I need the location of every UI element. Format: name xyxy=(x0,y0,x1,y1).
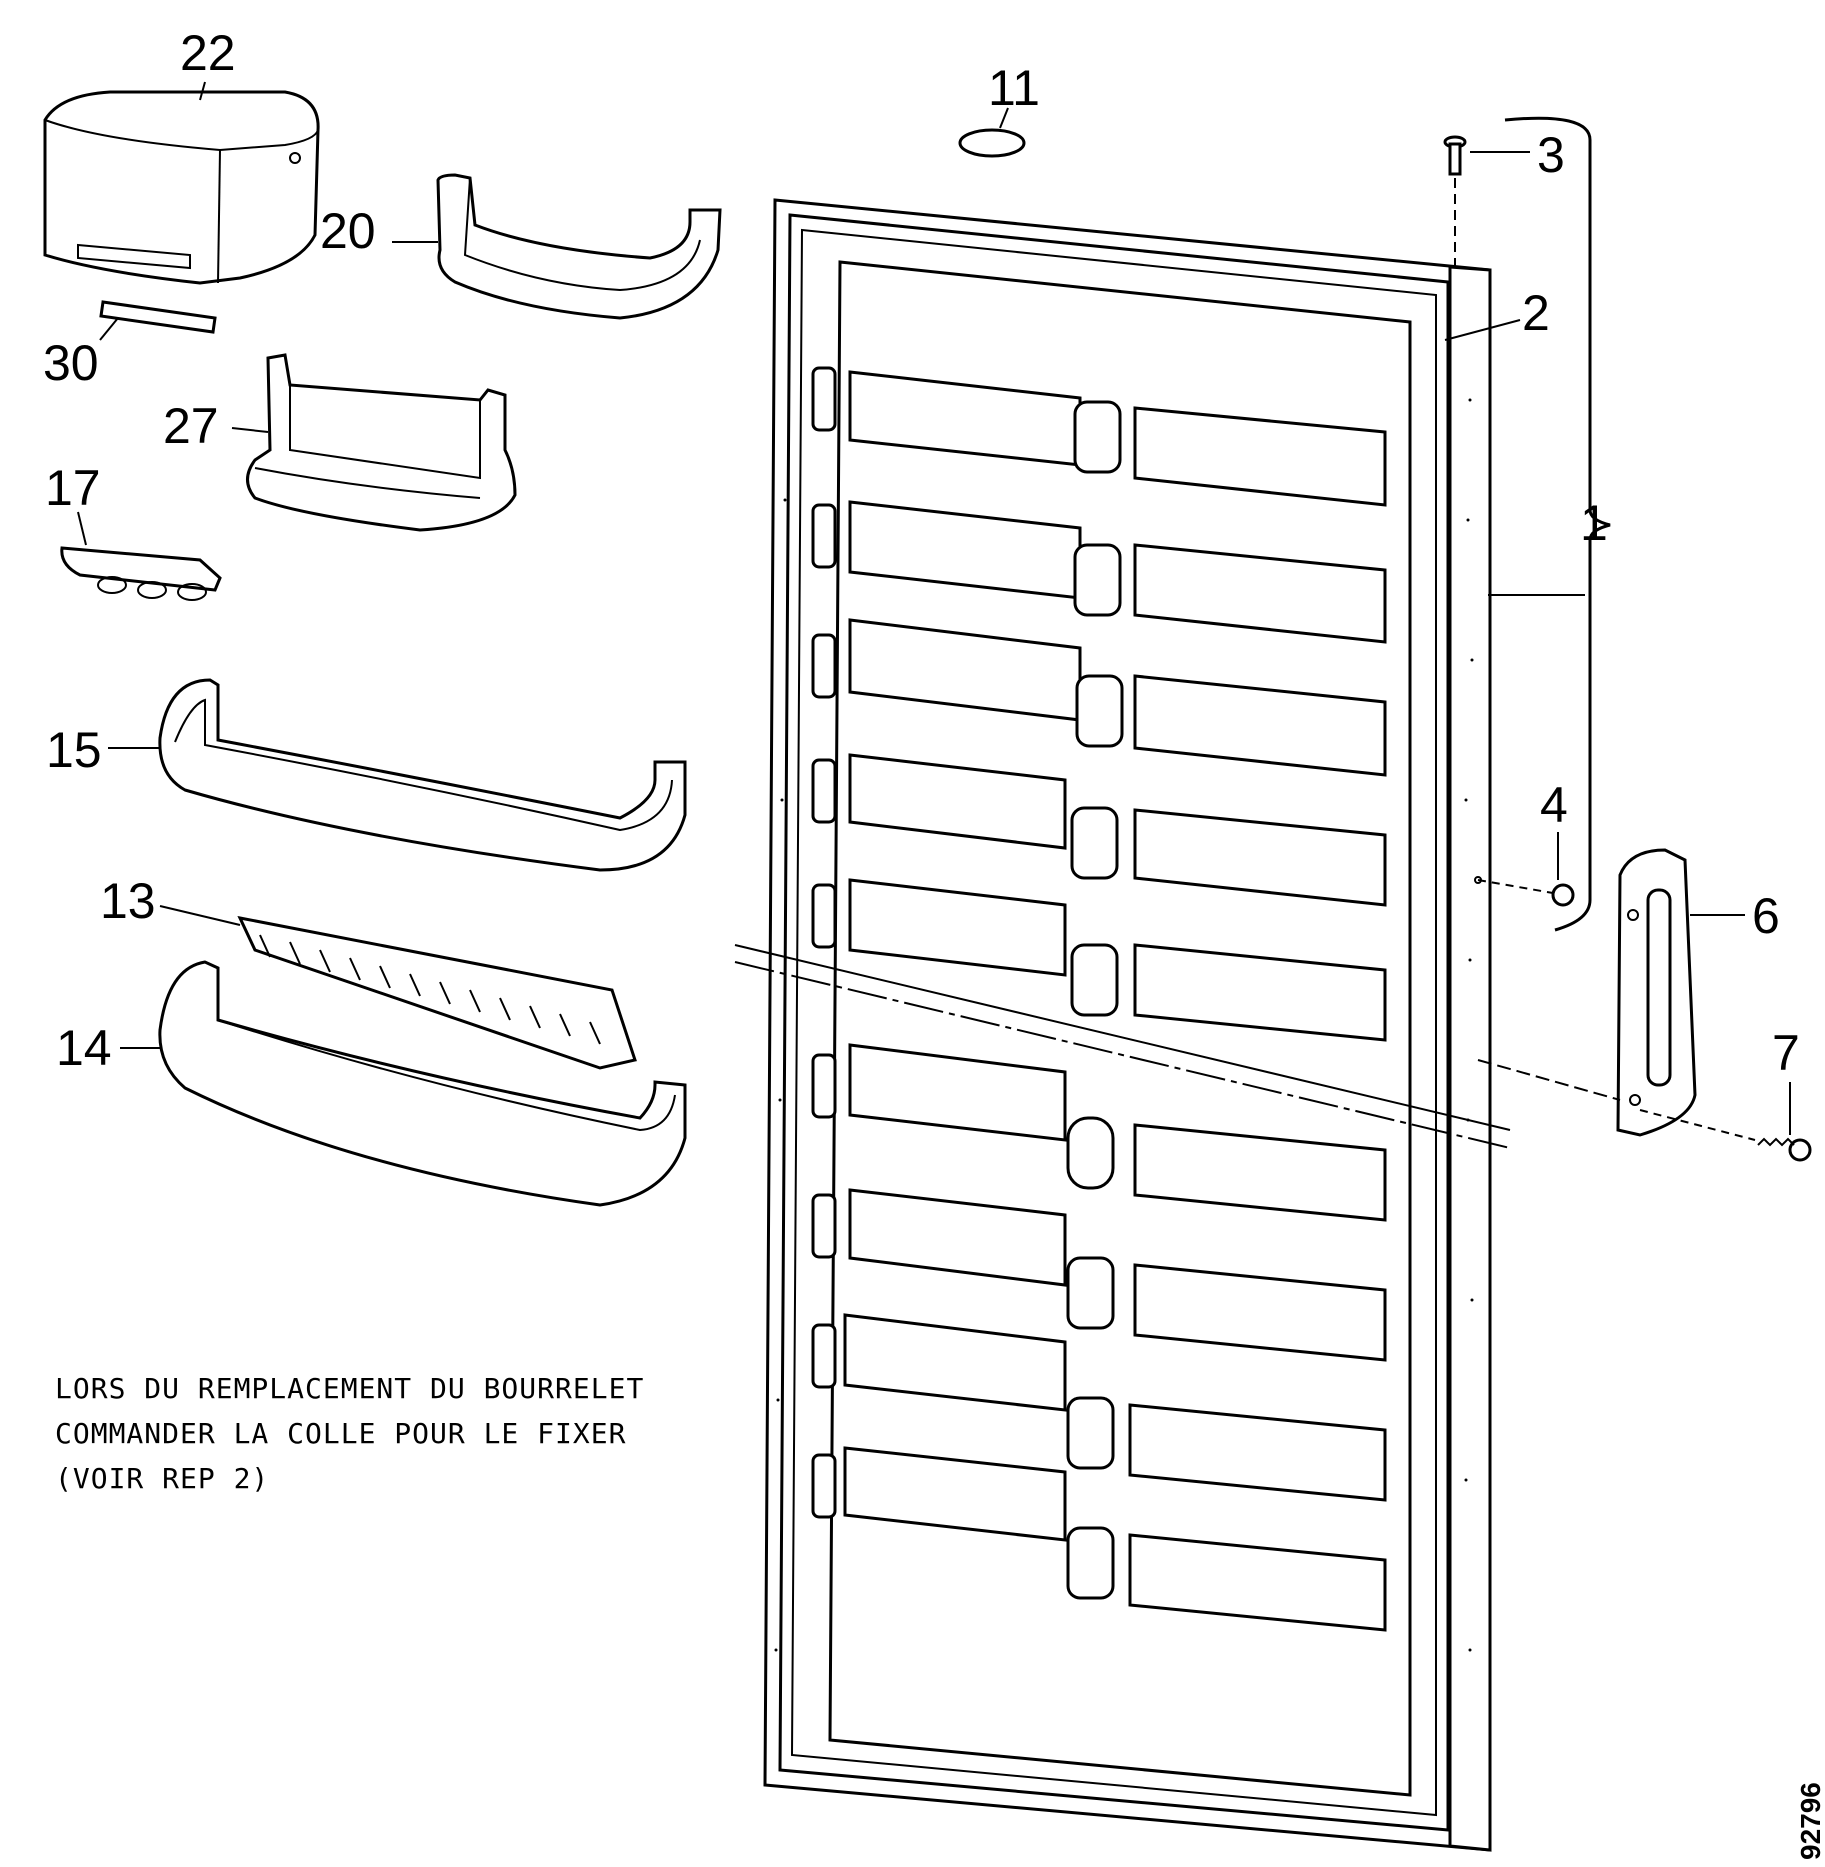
retainer-part-13 xyxy=(237,915,637,1070)
label-part-6: 6 xyxy=(1752,888,1780,944)
dairy-cover-part-22 xyxy=(43,90,320,285)
leader-13 xyxy=(159,905,241,926)
holder-part-27 xyxy=(246,353,517,532)
shelf-part-20 xyxy=(436,173,722,320)
break-line-bottom xyxy=(734,961,1511,1149)
break-line-top xyxy=(734,944,1511,1131)
handle-part-6 xyxy=(1616,848,1697,1137)
leader-17 xyxy=(77,511,87,546)
label-part-14: 14 xyxy=(56,1020,112,1076)
leader-30 xyxy=(99,317,119,341)
egg-tray-part-17 xyxy=(60,546,222,601)
label-part-3: 3 xyxy=(1537,127,1565,183)
rail-row-9 xyxy=(811,1446,1387,1632)
leader-22 xyxy=(199,81,206,101)
label-part-27: 27 xyxy=(163,398,219,454)
label-part-15: 15 xyxy=(46,722,102,778)
rail-row-1 xyxy=(811,366,1387,507)
leader-2 xyxy=(1444,319,1521,341)
handle-axis-line xyxy=(1477,1059,1621,1101)
cap-part-11 xyxy=(958,128,1026,158)
label-part-17: 17 xyxy=(45,460,101,516)
door-gasket-inner xyxy=(790,228,1437,1817)
strip-part-30 xyxy=(99,300,217,334)
label-part-13: 13 xyxy=(100,873,156,929)
door-shelf-rails xyxy=(811,366,1387,1632)
shelf-part-15 xyxy=(158,678,687,872)
note-line-2: COMMANDER LA COLLE POUR LE FIXER xyxy=(55,1417,626,1450)
rail-row-6 xyxy=(811,1043,1387,1222)
rail-row-4 xyxy=(811,753,1387,907)
shelf-part-14 xyxy=(158,960,687,1207)
bracket-part-1 xyxy=(1504,116,1611,932)
plug-part-4 xyxy=(1474,876,1575,907)
label-part-20: 20 xyxy=(320,203,376,259)
label-part-11: 11 xyxy=(988,60,1040,116)
note-line-1: LORS DU REMPLACEMENT DU BOURRELET xyxy=(55,1372,644,1405)
leader-11 xyxy=(999,107,1009,129)
rail-row-7 xyxy=(811,1188,1387,1362)
door-gasket xyxy=(778,213,1450,1832)
label-part-30: 30 xyxy=(43,335,99,391)
door-edge xyxy=(1448,265,1492,1852)
leader-27 xyxy=(231,427,269,433)
label-part-2: 2 xyxy=(1522,285,1550,341)
rail-row-2 xyxy=(811,500,1387,644)
screw-part-3 xyxy=(1443,135,1467,270)
door-assembly xyxy=(734,198,1511,1852)
gasket-texture xyxy=(774,398,1474,1652)
label-part-4: 4 xyxy=(1540,777,1568,833)
rail-row-3 xyxy=(811,618,1387,777)
label-part-1: 1 xyxy=(1580,495,1608,551)
rail-row-8 xyxy=(811,1313,1387,1502)
note-line-3: (VOIR REP 2) xyxy=(55,1462,269,1495)
screw-part-7 xyxy=(1639,1109,1812,1162)
drawing-number: 92796 xyxy=(1795,1782,1825,1860)
label-part-22: 22 xyxy=(180,25,236,81)
rail-row-5 xyxy=(811,878,1387,1042)
label-part-7: 7 xyxy=(1772,1025,1800,1081)
